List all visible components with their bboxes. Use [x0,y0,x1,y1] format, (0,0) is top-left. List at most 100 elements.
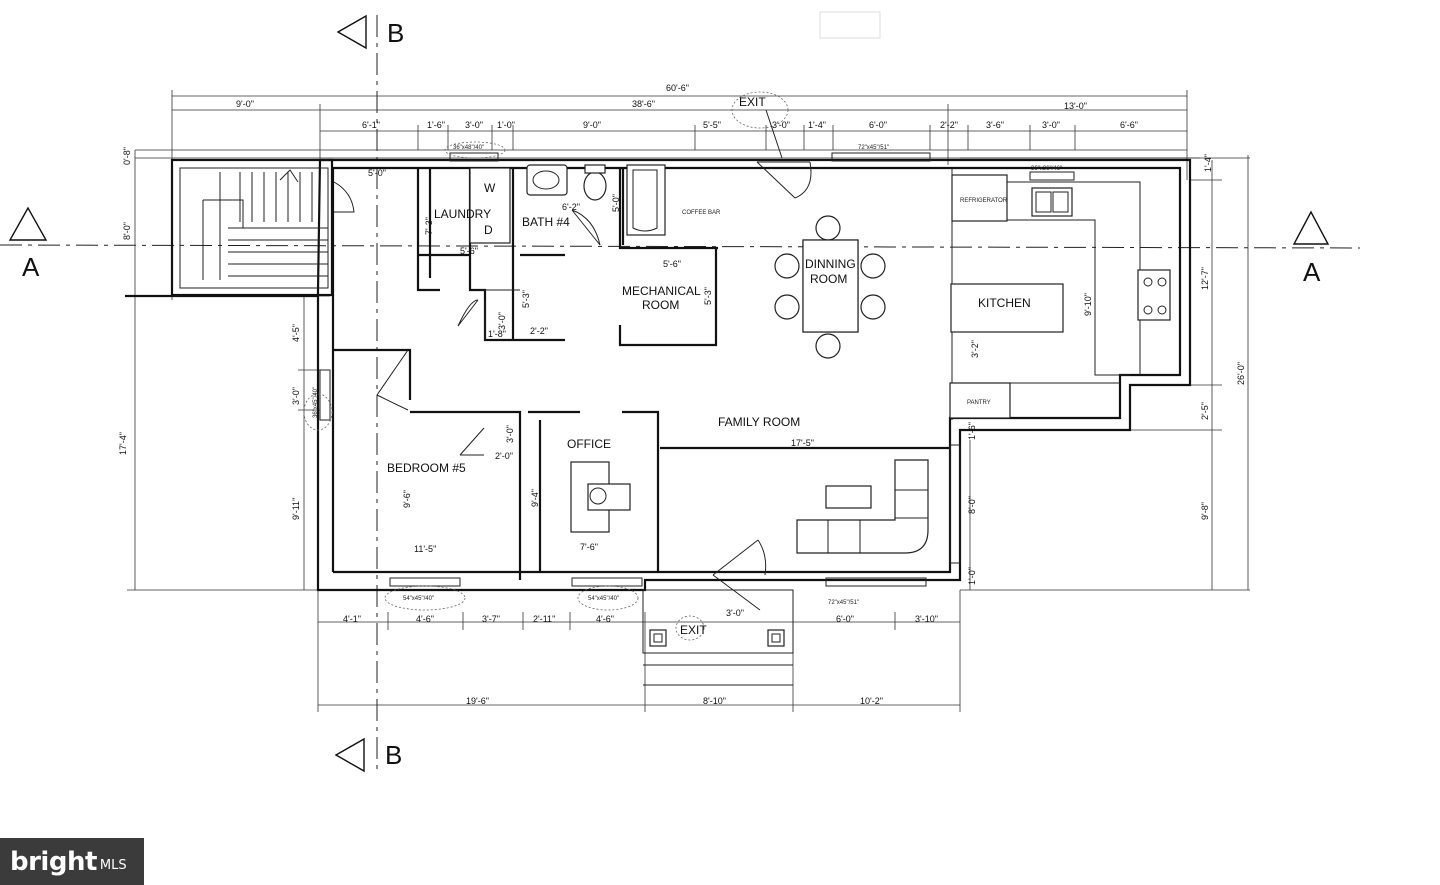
faint-stamp [819,11,881,39]
svg-text:72"x45"/51": 72"x45"/51" [828,600,859,606]
svg-text:6'-1": 6'-1" [362,120,380,130]
svg-text:9'-4": 9'-4" [530,489,540,507]
svg-text:60'-6": 60'-6" [666,83,689,93]
svg-text:REFRIGERATOR: REFRIGERATOR [960,198,1008,204]
svg-text:3'-0": 3'-0" [291,387,301,405]
interior-dimensions: 5'-0" 7'-3" 5'-6" 6'-2" 5'-0" 5'-6" 5'-3… [368,168,1093,554]
svg-text:9'-8": 9'-8" [1200,502,1210,520]
svg-text:6'-0": 6'-0" [869,120,887,130]
svg-text:8'-10": 8'-10" [703,696,726,706]
sink [526,164,568,196]
room-dining-1: DINNING [805,257,856,271]
exit-top-cloud [731,91,789,129]
svg-text:9'-0": 9'-0" [236,99,254,109]
exit-bottom-label: EXIT [680,623,707,637]
section-a-left-marker [8,206,48,241]
svg-text:12'-7": 12'-7" [1200,267,1210,290]
exit-top-label: EXIT [739,95,766,109]
section-b-bottom-label: B [385,740,402,770]
svg-text:W: W [484,181,496,195]
room-family: FAMILY ROOM [718,415,800,429]
logo-main-text: bright [10,846,97,877]
dining-table [774,215,886,359]
svg-text:3'-2": 3'-2" [970,340,980,358]
svg-text:36"x36"/46": 36"x36"/46" [1031,166,1062,172]
room-bedroom: BEDROOM #5 [387,461,466,475]
section-line-a [0,244,1361,249]
interior-walls [333,168,950,580]
bright-mls-logo: bright MLS [0,838,144,885]
exterior-walls [316,158,1192,592]
sofa [796,459,929,554]
svg-text:1'-0": 1'-0" [497,120,515,130]
section-b-bottom-marker [334,737,365,773]
front-porch [642,589,794,686]
svg-text:6'-6": 6'-6" [1120,120,1138,130]
section-b-top-label: B [387,18,404,48]
section-a-right-marker [1292,210,1330,245]
section-a-left-label: A [22,252,40,282]
svg-text:5'-6": 5'-6" [460,246,478,256]
svg-text:6'-0": 6'-0" [836,614,854,624]
room-mechanical-2: ROOM [642,298,679,312]
svg-text:4'-5": 4'-5" [291,324,301,342]
svg-text:9'-6": 9'-6" [402,490,412,508]
svg-text:3'-0": 3'-0" [505,425,515,443]
svg-text:D: D [484,223,493,237]
svg-text:4'-6": 4'-6" [416,614,434,624]
svg-text:1'-0": 1'-0" [967,567,977,585]
svg-text:5'-0": 5'-0" [368,168,386,178]
svg-text:26'-0": 26'-0" [1236,362,1246,385]
svg-text:36"x48"/40": 36"x48"/40" [453,145,484,151]
svg-text:5'-3": 5'-3" [703,287,713,305]
svg-text:3'-6": 3'-6" [986,120,1004,130]
svg-text:1'-4": 1'-4" [1203,154,1213,172]
svg-text:5'-5": 5'-5" [703,120,721,130]
svg-text:2'-0": 2'-0" [495,451,513,461]
svg-text:8'-0": 8'-0" [967,496,977,514]
room-laundry: LAUNDRY [434,207,491,221]
svg-text:1'-8": 1'-8" [488,329,506,339]
section-b-top-marker [336,14,367,50]
svg-text:9'-0": 9'-0" [583,120,601,130]
svg-text:1'-6": 1'-6" [427,120,445,130]
doors [376,161,812,611]
svg-text:2'-5": 2'-5" [1200,402,1210,420]
svg-text:17'-5": 17'-5" [791,438,814,448]
svg-text:7'-6": 7'-6" [580,542,598,552]
room-bath: BATH #4 [522,215,570,229]
svg-text:10'-2": 10'-2" [860,696,883,706]
svg-text:38'-6": 38'-6" [632,99,655,109]
left-dimensions: 8'-0" 0'-8" 17'-4" 4'-5" 3'-0" 9'-11" [118,147,330,591]
svg-text:5'-6": 5'-6" [663,259,681,269]
svg-text:9'-11": 9'-11" [291,498,301,520]
svg-text:9'-10": 9'-10" [1083,293,1093,316]
svg-text:54"x45"/40": 54"x45"/40" [588,596,619,602]
svg-text:3'-7": 3'-7" [482,614,500,624]
svg-text:8'-0": 8'-0" [122,222,132,240]
svg-text:3'-0": 3'-0" [465,120,483,130]
svg-text:3'-0": 3'-0" [497,312,507,330]
room-kitchen: KITCHEN [978,296,1031,310]
washer [469,167,511,244]
office-desk [570,461,631,533]
room-mechanical-1: MECHANICAL [622,284,701,298]
svg-text:72"x45"/51": 72"x45"/51" [858,145,889,151]
svg-text:11'-5": 11'-5" [414,544,436,554]
svg-text:3'-10": 3'-10" [915,614,938,624]
stair [170,158,355,297]
svg-text:6'-2": 6'-2" [562,202,580,212]
svg-text:17'-4": 17'-4" [118,432,128,455]
svg-text:PANTRY: PANTRY [967,400,991,406]
svg-text:4'-6": 4'-6" [596,614,614,624]
svg-text:1'-4": 1'-4" [808,120,826,130]
svg-text:3'-0": 3'-0" [726,608,744,618]
svg-text:2'-11": 2'-11" [533,614,555,624]
svg-text:5'-0": 5'-0" [611,194,621,212]
svg-text:13'-0": 13'-0" [1064,101,1087,111]
room-dining-2: ROOM [810,272,847,286]
svg-text:3'-0": 3'-0" [1042,120,1060,130]
svg-text:5'-3": 5'-3" [521,290,531,308]
top-dimensions: 60'-6" 9'-0" 38'-6" 13'-0" 6'-1" 1'-6" 3… [135,83,1200,300]
